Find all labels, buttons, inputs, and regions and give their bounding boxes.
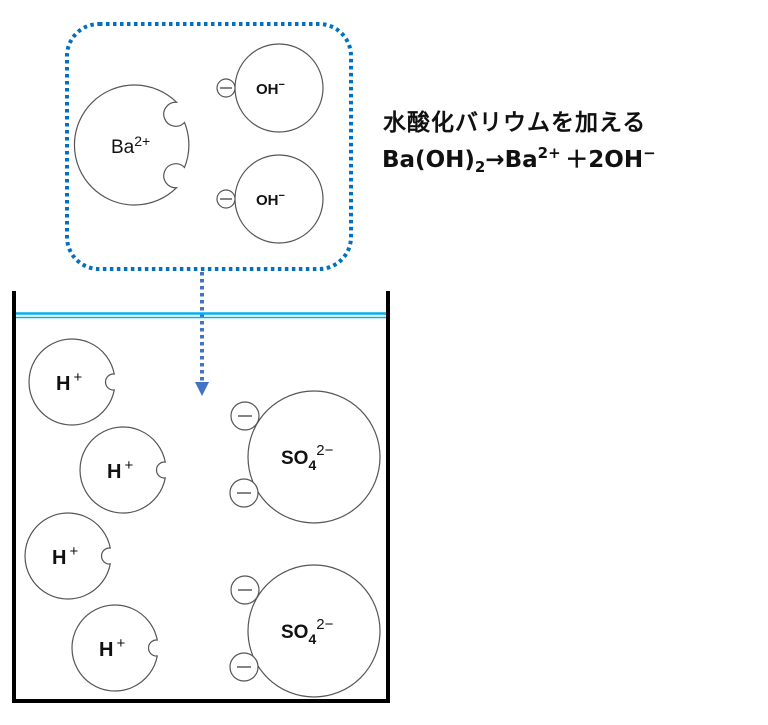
- plus-sign: ＋: [565, 147, 589, 173]
- barium-ion-label: Ba2+: [111, 133, 150, 158]
- sulfate-ion-body: [247, 564, 381, 698]
- reaction-arrow: →: [485, 147, 505, 173]
- hydrogen-ion-label: H+: [52, 543, 78, 569]
- ion-symbol: H: [99, 639, 113, 661]
- hydrogen-ion: H+: [79, 426, 166, 514]
- barium-ion: Ba2+: [73, 84, 190, 206]
- hydrogen-ion-body: [28, 338, 115, 426]
- ion-symbol: H: [52, 547, 66, 569]
- reaction-equation: Ba(OH)2→Ba2+ ＋2OH−: [382, 138, 713, 182]
- pour-arrow: [195, 272, 209, 396]
- hydrogen-ion: H+: [71, 604, 158, 692]
- ion-symbol: SO: [281, 622, 308, 643]
- product-2: 2OH: [588, 147, 644, 173]
- reactant-subscript: 2: [474, 158, 486, 176]
- beaker: [12, 291, 390, 703]
- hydroxide-ion: OH−: [216, 43, 324, 133]
- product-1-charge: 2+: [537, 144, 561, 162]
- ion-symbol: H: [56, 373, 70, 395]
- sulfate-ion: SO42−: [229, 390, 381, 524]
- product-2-charge: −: [643, 144, 656, 162]
- ion-symbol: H: [107, 461, 121, 483]
- sulfate-ions: SO42−SO42−: [229, 390, 381, 698]
- hydrogen-ion: H+: [28, 338, 115, 426]
- hydrogen-ion-body: [24, 512, 111, 600]
- barium-ion-body: [73, 84, 190, 206]
- hydrogen-ion-body: [71, 604, 158, 692]
- reactant: Ba(OH): [382, 147, 475, 173]
- reaction-caption: 水酸化バリウムを加える Ba(OH)2→Ba2+ ＋2OH−: [382, 108, 713, 182]
- hydrogen-ion: H+: [24, 512, 111, 600]
- sulfate-ion-label: SO42−: [281, 442, 334, 473]
- ion-charge: +: [73, 369, 82, 386]
- ion-subscript: 4: [308, 457, 316, 473]
- action-text: 水酸化バリウムを加える: [383, 110, 647, 136]
- hydroxide-ion-label: OH−: [256, 79, 285, 98]
- added-reagent-box: [65, 22, 353, 271]
- hydrogen-ion-body: [79, 426, 166, 514]
- beaker-walls: [12, 291, 390, 703]
- product-1: Ba: [504, 147, 538, 173]
- hydrogen-ion-label: H+: [99, 635, 125, 661]
- ion-charge: +: [116, 635, 125, 652]
- arrow-head-icon: [195, 382, 209, 396]
- sulfate-ion-body: [247, 390, 381, 524]
- hydrogen-ion-label: H+: [56, 369, 82, 395]
- hydroxide-ion: OH−: [216, 154, 324, 244]
- ion-charge: 2−: [316, 442, 333, 459]
- ion-charge: +: [124, 457, 133, 474]
- hydrogen-ions: H+H+H+H+: [24, 338, 166, 692]
- hydroxide-ion-label: OH−: [256, 190, 285, 209]
- ion-symbol: SO: [281, 448, 308, 469]
- sulfate-ion: SO42−: [229, 564, 381, 698]
- ion-charge: 2−: [316, 616, 333, 633]
- ion-subscript: 4: [308, 631, 316, 647]
- hydrogen-ion-label: H+: [107, 457, 133, 483]
- sulfate-ion-label: SO42−: [281, 616, 334, 647]
- ion-charge: +: [69, 543, 78, 560]
